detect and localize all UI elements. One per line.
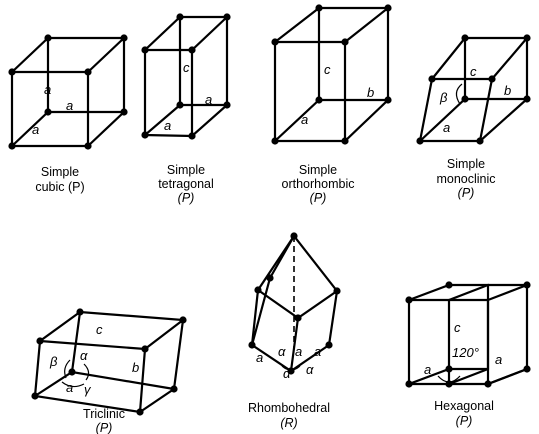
- simple-orthorhombic-cell: c b a: [271, 4, 392, 145]
- caption-line: (P): [178, 191, 195, 205]
- caption-line: cubic (P): [35, 180, 84, 194]
- tetragonal-edge-label-a2: a: [164, 118, 171, 133]
- orthorhombic-edge-label-c: c: [324, 62, 331, 77]
- caption-line: tetragonal: [158, 177, 214, 191]
- rhombohedral-edge-label-a2: a: [295, 344, 302, 359]
- triclinic-angle-gamma: γ: [84, 382, 92, 397]
- rhombohedral-cell: a a a α α α: [248, 232, 341, 381]
- rhombohedral-angle-alpha-1: α: [278, 344, 286, 359]
- triclinic-edge-label-a: a: [66, 380, 73, 395]
- monoclinic-edge-label-b: b: [504, 83, 511, 98]
- caption-line: Hexagonal: [434, 399, 494, 413]
- caption-line: (R): [280, 416, 297, 430]
- caption-line: orthorhombic: [282, 177, 355, 191]
- alpha-angle-arc: [83, 363, 90, 381]
- hexagonal-cell: c a a 120°: [405, 281, 531, 388]
- cubic-edge-label-a2: a: [44, 82, 51, 97]
- monoclinic-angle-beta: β: [439, 90, 448, 105]
- triclinic-cell: c b a α β γ: [31, 308, 187, 416]
- hexagonal-angle-120: 120°: [452, 345, 479, 360]
- tetragonal-edge-label-c: c: [183, 60, 190, 75]
- caption-line: Rhombohedral: [248, 401, 330, 415]
- simple-monoclinic-caption: Simple monoclinic (P): [436, 157, 495, 200]
- caption-line: (P): [458, 186, 475, 200]
- simple-tetragonal-cell: c a a: [141, 13, 231, 140]
- simple-tetragonal-caption: Simple tetragonal (P): [158, 163, 214, 205]
- hexagonal-edge-label-c: c: [454, 320, 461, 335]
- tetragonal-edge-label-a1: a: [205, 92, 212, 107]
- triclinic-angle-beta: β: [49, 354, 58, 369]
- caption-line: (P): [456, 414, 473, 428]
- rhombohedral-angle-alpha-3: α: [306, 362, 314, 377]
- triclinic-caption: Triclinic (P): [83, 407, 125, 434]
- simple-monoclinic-cell: c b a β: [416, 34, 531, 145]
- simple-cubic-caption: Simple cubic (P): [35, 165, 84, 194]
- rhombohedral-edge-label-a3: a: [314, 344, 321, 359]
- orthorhombic-edge-label-a: a: [301, 112, 308, 127]
- hexagonal-edge-label-a2: a: [495, 352, 502, 367]
- caption-line: Simple: [447, 157, 485, 171]
- triclinic-angle-alpha: α: [80, 348, 88, 363]
- cubic-edge-label-a3: a: [66, 98, 73, 113]
- caption-line: monoclinic: [436, 172, 495, 186]
- rhombohedral-angle-alpha-2: α: [283, 366, 291, 381]
- caption-line: Simple: [41, 165, 79, 179]
- hexagonal-caption: Hexagonal (P): [434, 399, 494, 428]
- hexagonal-edge-label-a1: a: [424, 362, 431, 377]
- simple-cubic-cell: a a a: [8, 34, 128, 150]
- triclinic-edge-label-c: c: [96, 322, 103, 337]
- caption-line: (P): [310, 191, 327, 205]
- monoclinic-edge-label-c: c: [470, 64, 477, 79]
- caption-line: (P): [96, 421, 113, 434]
- triclinic-edge-label-b: b: [132, 360, 139, 375]
- alpha-angle-arc: [281, 365, 301, 371]
- caption-line: Simple: [167, 163, 205, 177]
- beta-angle-arc: [64, 359, 71, 379]
- monoclinic-edge-label-a: a: [443, 120, 450, 135]
- orthorhombic-edge-label-b: b: [367, 85, 374, 100]
- angle-arc-120: [437, 375, 461, 383]
- simple-orthorhombic-caption: Simple orthorhombic (P): [282, 163, 355, 205]
- gamma-angle-arc: [61, 381, 85, 388]
- caption-line: Simple: [299, 163, 337, 177]
- cubic-edge-label-a1: a: [32, 122, 39, 137]
- beta-angle-arc: [455, 83, 463, 105]
- caption-line: Triclinic: [83, 407, 125, 421]
- rhombohedral-edge-label-a1: a: [256, 350, 263, 365]
- rhombohedral-caption: Rhombohedral (R): [248, 401, 330, 430]
